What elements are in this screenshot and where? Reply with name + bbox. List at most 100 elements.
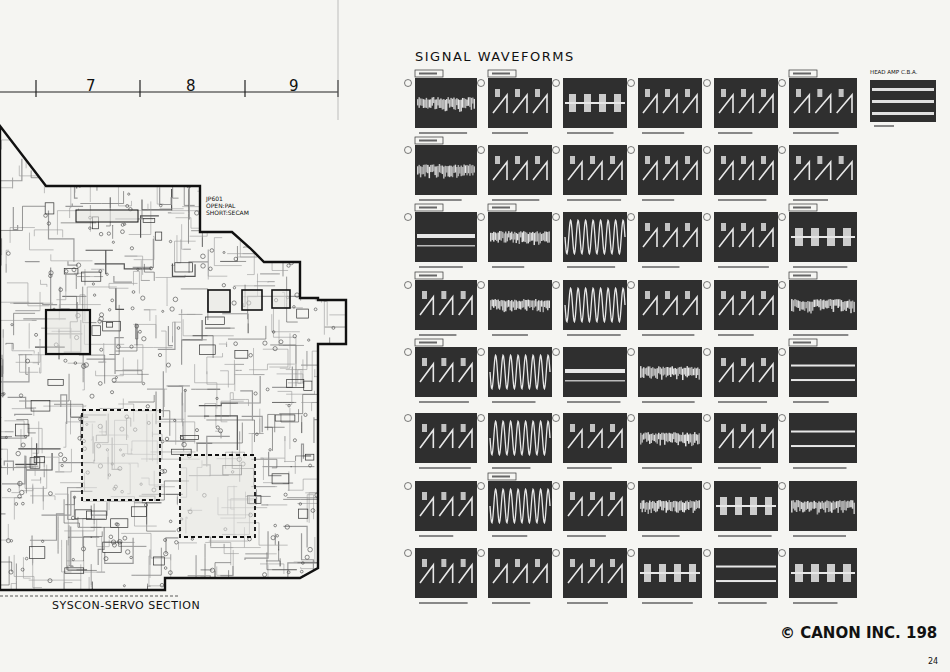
pcb-pad — [93, 294, 95, 296]
circled-number — [405, 349, 412, 356]
ruler-line — [0, 91, 338, 92]
pcb-pad — [130, 247, 133, 250]
pcb-trace — [168, 212, 184, 214]
pcb-pad — [162, 310, 164, 312]
caption-mark — [718, 467, 761, 469]
pcb-pad — [235, 165, 239, 169]
pcb-trace — [269, 592, 276, 607]
pcb-trace — [189, 185, 190, 219]
waveform-photo — [714, 280, 778, 330]
pcb-trace — [300, 578, 319, 586]
pcb-trace — [220, 566, 233, 576]
pcb-pad — [331, 409, 333, 411]
pcb-pad — [302, 562, 305, 565]
circled-number — [478, 415, 485, 422]
waveform-photo — [415, 212, 477, 262]
pcb-pad — [311, 509, 315, 513]
pcb-trace — [51, 268, 81, 310]
pcb-pad — [61, 160, 63, 162]
waveform-photo — [714, 347, 778, 397]
pcb-trace — [263, 466, 315, 467]
caption-mark — [419, 140, 437, 142]
test-point-tag — [415, 70, 443, 77]
waveform-photo — [563, 481, 627, 531]
pcb-trace — [301, 416, 302, 434]
pcb-pad — [11, 324, 13, 326]
component-outline — [181, 435, 199, 439]
pcb-trace — [56, 275, 65, 300]
pcb-pad — [288, 151, 291, 154]
pcb-trace — [279, 320, 304, 346]
pcb-trace — [106, 169, 131, 186]
pcb-pad — [272, 331, 275, 334]
pcb-pad — [112, 543, 116, 547]
pcb-pad — [78, 436, 82, 440]
caption-mark — [718, 401, 767, 403]
pcb-pad — [126, 204, 129, 207]
caption-mark — [567, 467, 612, 469]
pcb-trace — [210, 547, 260, 548]
pcb-pad — [18, 495, 22, 499]
pcb-pad — [295, 293, 299, 297]
pcb-trace — [43, 486, 44, 510]
caption-mark — [718, 132, 752, 134]
caption-mark — [642, 535, 680, 537]
pcb-pad — [121, 230, 125, 234]
pcb-trace — [4, 461, 13, 470]
caption-mark — [642, 602, 693, 604]
pcb-pad — [222, 284, 225, 287]
pcb-trace — [67, 540, 87, 570]
pcb-trace — [273, 309, 295, 364]
pcb-trace — [222, 314, 248, 333]
waveform-grid — [405, 70, 937, 604]
component-outline — [200, 345, 216, 354]
pcb-trace — [149, 556, 177, 586]
pcb-trace — [315, 276, 334, 300]
circled-number — [628, 147, 635, 154]
pcb-pad — [305, 555, 309, 559]
pcb-trace — [290, 157, 291, 208]
pcb-trace — [179, 314, 203, 315]
pcb-pad — [234, 257, 238, 261]
pcb-trace — [306, 201, 332, 219]
caption-mark — [419, 602, 468, 604]
pcb-trace — [166, 538, 178, 554]
pcb-trace — [0, 206, 45, 230]
pcb-pad — [104, 557, 108, 561]
pcb-trace — [26, 354, 28, 374]
pcb-trace — [324, 176, 325, 213]
pcb-trace — [19, 374, 69, 401]
caption-mark — [718, 266, 769, 268]
pcb-trace — [157, 176, 163, 204]
pcb-trace — [55, 449, 71, 472]
waveform-photo — [789, 413, 857, 463]
component-outline — [205, 317, 224, 325]
caption-mark — [492, 266, 524, 268]
pcb-trace — [86, 358, 115, 359]
pcb-trace — [288, 370, 303, 383]
pcb-pad — [293, 439, 296, 442]
pcb-trace — [195, 364, 217, 408]
circled-number — [704, 349, 711, 356]
pcb-trace — [31, 477, 40, 483]
pcb-trace — [114, 276, 132, 282]
pcb-pad — [304, 413, 307, 416]
pcb-pad — [161, 440, 164, 443]
waveform-photo — [415, 78, 477, 128]
pcb-pad — [170, 307, 174, 311]
pcb-pad — [164, 551, 168, 555]
caption-mark — [567, 266, 615, 268]
pcb-pad — [47, 222, 50, 225]
pcb-pad — [35, 333, 38, 336]
ic-outline — [76, 210, 138, 222]
pcb-trace — [316, 127, 318, 151]
pcb-trace — [274, 595, 281, 620]
pcb-trace — [261, 504, 287, 505]
caption-mark — [567, 535, 606, 537]
pcb-pad — [9, 570, 13, 574]
pcb-pad — [128, 193, 130, 195]
pcb-trace — [263, 349, 288, 367]
pcb-trace — [168, 326, 173, 346]
pcb-trace — [236, 376, 260, 403]
pcb-trace — [96, 148, 97, 190]
